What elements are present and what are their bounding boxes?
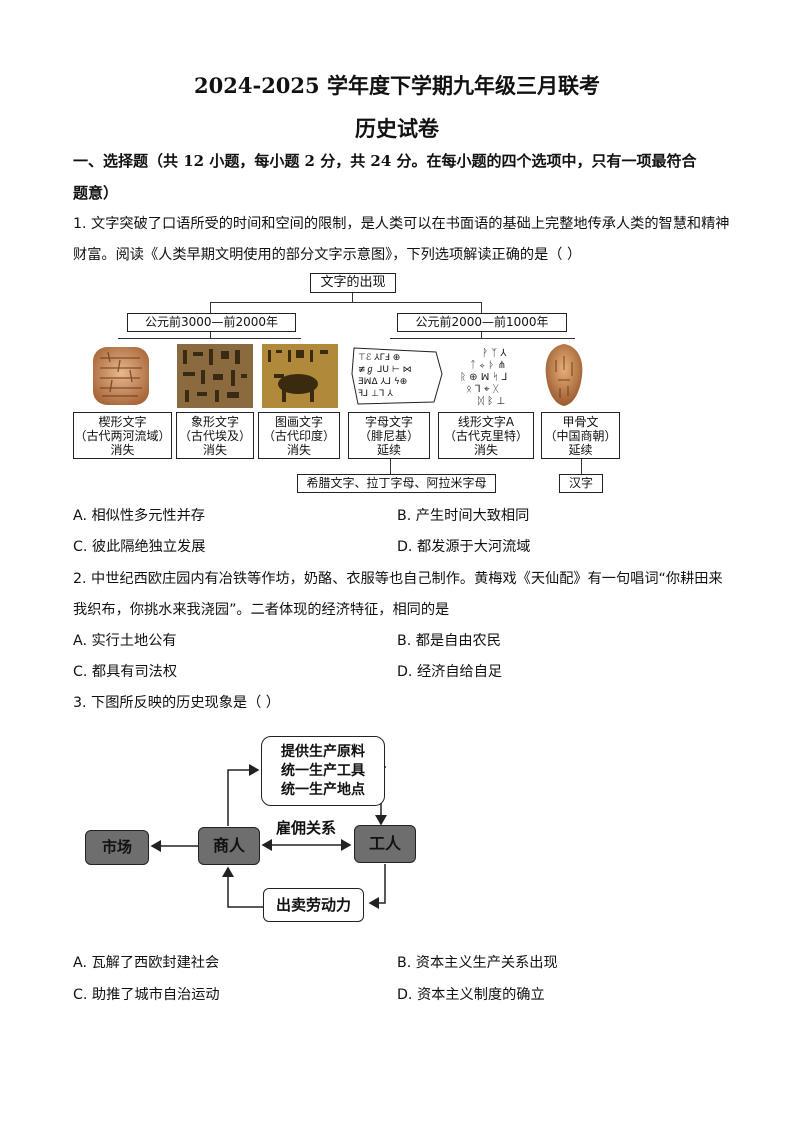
connector [210,302,211,313]
employment-relation-label: 雇佣关系 [275,819,336,837]
svg-text:ᛏ ⟡ ᚦ ⋔: ᛏ ⟡ ᚦ ⋔ [470,360,506,371]
production-control-box: 提供生产原料 统一生产工具 统一生产地点 [261,736,385,806]
section-heading-line1: 一、选择题（共 12 小题，每小题 2 分，共 24 分。在每小题的四个选项中，… [73,152,697,170]
connector [581,459,582,474]
worker-box: 工人 [354,825,416,863]
q1-option-a[interactable]: A. 相似性多元性并存 [73,508,205,524]
connector [390,338,575,339]
svg-text:⊤ℰ ⅄ᒥℲ ⊕: ⊤ℰ ⅄ᒥℲ ⊕ [358,353,400,363]
oracle-bone-image [542,342,586,408]
script-fate: 消失 [473,443,498,457]
script-fate: 延续 [376,443,401,457]
script-fate: 延续 [568,443,593,457]
connector [118,338,301,339]
connector [210,332,211,338]
script-box-hieroglyph: 象形文字 （古代埃及） 消失 [176,412,254,459]
section-heading-line2: 题意） [73,184,119,202]
q3-option-b[interactable]: B. 资本主义生产关系出现 [397,955,558,971]
market-box: 市场 [85,830,149,865]
indus-seal-image [262,344,338,408]
svg-text:ᛟ ⅂ ⌖ ᚷ: ᛟ ⅂ ⌖ ᚷ [466,384,499,395]
script-fate: 消失 [110,443,135,457]
connector [210,302,482,303]
script-name: 象形文字 [190,415,239,429]
script-region: （中国商朝） [544,429,617,443]
cuneiform-tablet-image [90,344,152,408]
script-region: （古代埃及） [178,429,251,443]
q1-option-c[interactable]: C. 彼此隔绝独立发展 [73,539,206,555]
q3-stem: 3. 下图所反映的历史现象是（ ） [73,695,280,711]
script-region: （腓尼基） [358,429,419,443]
script-region: （古代克里特） [443,429,528,443]
script-fate: 消失 [202,443,227,457]
connector [390,459,391,474]
q3-option-d[interactable]: D. 资本主义制度的确立 [397,987,545,1003]
svg-text:ƎꟽΔ ⅄⅃ ϟ⊕: ƎꟽΔ ⅄⅃ ϟ⊕ [358,377,407,387]
svg-text:≢ℊ ⅃ᑌ ⊢ ⋈: ≢ℊ ⅃ᑌ ⊢ ⋈ [358,365,412,375]
diagram-root-box: 文字的出现 [310,273,396,293]
svg-text:ᚹ ᛉ ⅄: ᚹ ᛉ ⅄ [482,348,507,359]
script-region: （古代两河流域） [74,429,171,443]
connector [481,332,482,338]
q3-option-a[interactable]: A. 瓦解了西欧封建社会 [73,955,220,971]
exam-subtitle: 历史试卷 [355,116,439,141]
script-name: 字母文字 [364,415,413,429]
control-line: 统一生产工具 [281,763,365,779]
descendant-box-alphabet: 希腊文字、拉丁字母、阿拉米字母 [297,474,496,493]
q2-option-a[interactable]: A. 实行土地公有 [73,633,177,649]
q1-stem-line1: 1. 文字突破了口语所受的时间和空间的限制，是人类可以在书面语的基础上完整地传承… [73,216,730,232]
linear-a-image: ᚹ ᛉ ⅄ ᛏ ⟡ ᚦ ⋔ ᚱ ⊕ ꟽ ᛋ ⅃ ᛟ ⅂ ⌖ ᚷ ᛞ ᛒ ⊥ [452,344,528,408]
sell-labor-box: 出卖劳动力 [263,888,364,922]
script-name: 线形文字A [457,415,515,429]
script-box-linear-a: 线形文字A （古代克里特） 消失 [438,412,534,459]
connector [352,293,353,302]
q2-stem-line2: 我织布，你挑水来我浇园”。二者体现的经济特征，相同的是 [73,602,450,618]
phoenician-inscription-image: ⊤ℰ ⅄ᒥℲ ⊕ ≢ℊ ⅃ᑌ ⊢ ⋈ ƎꟽΔ ⅄⅃ ϟ⊕ ꟻ⅃ ⊥ᒣ ⅄ [350,344,444,408]
script-box-indus: 图画文字 （古代印度） 消失 [258,412,340,459]
q2-option-d[interactable]: D. 经济自给自足 [397,664,503,680]
hieroglyph-image [177,344,253,408]
q2-stem-line1: 2. 中世纪西欧庄园内有冶铁等作坊，奶酪、衣服等也自己制作。黄梅戏《天仙配》有一… [73,571,723,587]
q3-option-c[interactable]: C. 助推了城市自治运动 [73,987,220,1003]
script-box-oracle-bone: 甲骨文 （中国商朝） 延续 [541,412,620,459]
script-name: 图画文字 [274,415,323,429]
svg-text:ᛞ ᛒ ⊥: ᛞ ᛒ ⊥ [478,396,505,407]
script-region: （古代印度） [262,429,335,443]
q1-option-d[interactable]: D. 都发源于大河流域 [397,539,531,555]
script-fate: 消失 [286,443,311,457]
merchant-box: 商人 [198,827,260,865]
svg-text:ᚱ ⊕ ꟽ ᛋ ⅃: ᚱ ⊕ ꟽ ᛋ ⅃ [460,371,507,383]
descendant-box-hanzi: 汉字 [559,474,603,493]
svg-text:ꟻ⅃ ⊥ᒣ ⅄: ꟻ⅃ ⊥ᒣ ⅄ [358,389,393,399]
period-box-late: 公元前2000—前1000年 [397,313,567,332]
period-box-early: 公元前3000—前2000年 [127,313,296,332]
script-box-phoenician: 字母文字 （腓尼基） 延续 [348,412,430,459]
connector [481,302,482,313]
q2-option-c[interactable]: C. 都具有司法权 [73,664,178,680]
control-line: 提供生产原料 [281,744,365,760]
script-name: 甲骨文 [562,415,599,429]
q1-option-b[interactable]: B. 产生时间大致相同 [397,508,530,524]
q1-stem-line2: 财富。阅读《人类早期文明使用的部分文字示意图》，下列选项解读正确的是（ ） [73,247,582,263]
script-box-cuneiform: 楔形文字 （古代两河流域） 消失 [73,412,172,459]
exam-title: 2024-2025 学年度下学期九年级三月联考 [194,73,600,98]
control-line: 统一生产地点 [281,782,365,798]
q2-option-b[interactable]: B. 都是自由农民 [397,633,501,649]
script-name: 楔形文字 [98,415,147,429]
